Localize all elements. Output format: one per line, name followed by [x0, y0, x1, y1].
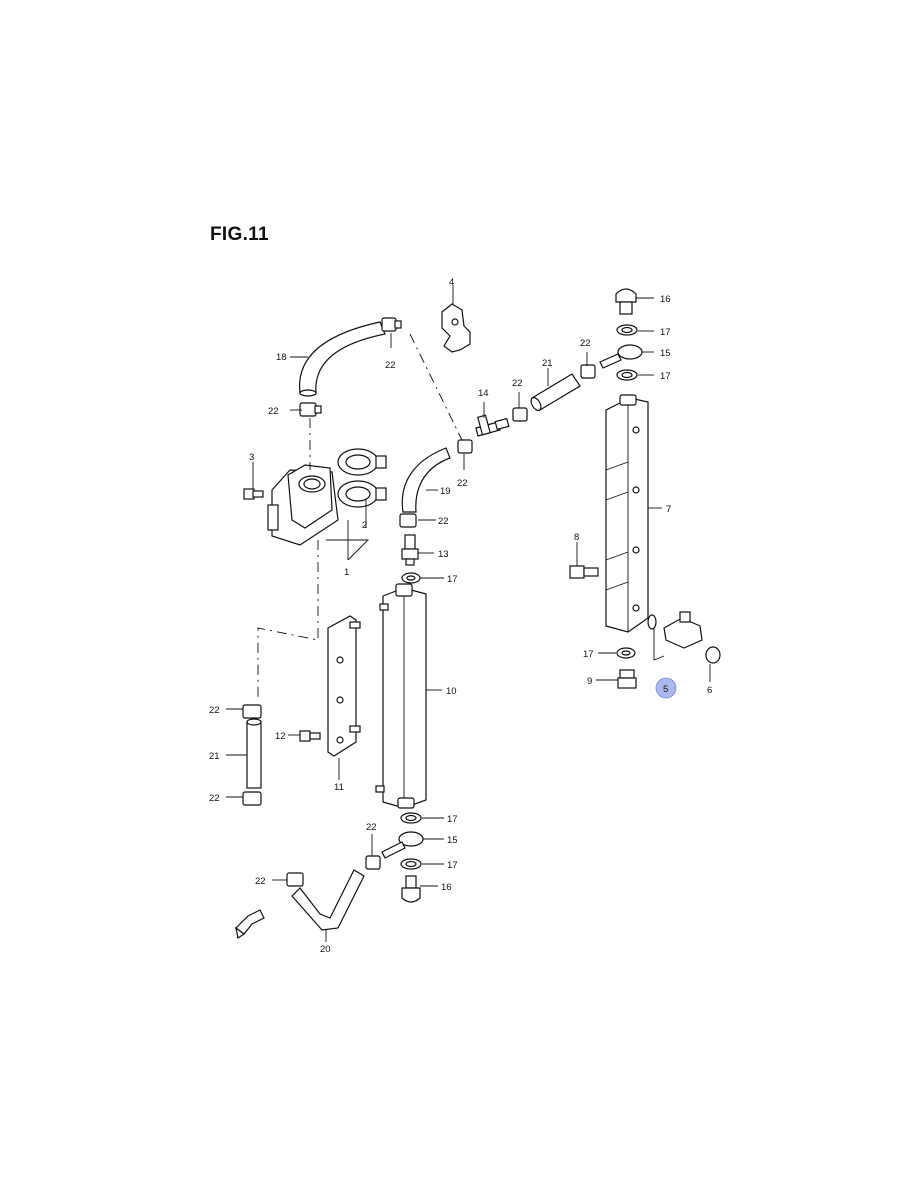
- throttle-body-1: [267, 464, 339, 546]
- cap-6: [705, 646, 721, 664]
- callout-22: 22: [385, 360, 396, 371]
- washer-17: [400, 812, 422, 824]
- clamp-band-2: [337, 448, 387, 508]
- hose-clamp-22: [399, 513, 417, 528]
- callout-16: 16: [441, 882, 452, 893]
- bracket-11: [327, 615, 361, 757]
- injector-5: [663, 611, 703, 649]
- callout-22: 22: [366, 822, 377, 833]
- fuel-rail-7: [605, 394, 649, 633]
- callout-4: 4: [449, 277, 454, 288]
- callout-5: 5: [663, 684, 668, 695]
- fitting-13: [401, 534, 419, 566]
- callout-12: 12: [275, 731, 286, 742]
- hose-clamp-22: [457, 439, 473, 454]
- callout-2: 2: [362, 520, 367, 531]
- callout-7: 7: [666, 504, 671, 515]
- callout-17: 17: [447, 860, 458, 871]
- hose-clamp-22: [381, 317, 402, 332]
- callout-17: 17: [583, 649, 594, 660]
- callout-10: 10: [446, 686, 457, 697]
- callout-labels: 4 18 22 22 3 2 1 14 22 22 21 22 19 22 13…: [209, 277, 712, 955]
- assembly-guide-lines: [257, 333, 463, 700]
- hose-19: [401, 447, 451, 513]
- callout-22: 22: [209, 705, 220, 716]
- washer-17: [400, 858, 422, 870]
- callout-16: 16: [660, 294, 671, 305]
- callout-22: 22: [580, 338, 591, 349]
- banjo-fitting-15: [599, 344, 643, 369]
- plug-bolt-9: [617, 669, 637, 689]
- callout-18: 18: [276, 352, 287, 363]
- callout-22: 22: [209, 793, 220, 804]
- callout-20: 20: [320, 944, 331, 955]
- hose-clamp-22: [242, 704, 262, 719]
- callout-3: 3: [249, 452, 254, 463]
- callout-8: 8: [574, 532, 579, 543]
- callout-leaders: [226, 285, 711, 942]
- callout-15: 15: [660, 348, 671, 359]
- banjo-bolt-16: [401, 875, 421, 903]
- selected-part-highlight[interactable]: [655, 677, 677, 699]
- callout-11: 11: [334, 782, 344, 793]
- hose-21: [530, 373, 581, 411]
- bracket-4: [441, 303, 471, 353]
- callout-22: 22: [255, 876, 266, 887]
- hose-clamp-22: [512, 407, 528, 422]
- fuel-rail-10: [375, 583, 427, 809]
- hose-clamp-22: [286, 872, 304, 887]
- hose-21: [246, 718, 262, 789]
- callout-17: 17: [447, 574, 458, 585]
- hose-clamp-22: [580, 364, 596, 379]
- o-ring: [647, 614, 657, 630]
- bolt-12: [299, 730, 321, 742]
- callout-22: 22: [438, 516, 449, 527]
- figure-title: FIG.11: [210, 224, 269, 245]
- callout-17: 17: [660, 327, 671, 338]
- callout-15: 15: [447, 835, 458, 846]
- callout-17: 17: [660, 371, 671, 382]
- callout-21: 21: [542, 358, 553, 369]
- callout-22: 22: [268, 406, 279, 417]
- front-direction-arrow-icon: [235, 909, 265, 939]
- hose-clamp-22: [365, 855, 381, 870]
- hose-20: [291, 869, 365, 931]
- callout-1: 1: [344, 567, 349, 578]
- callout-9: 9: [587, 676, 592, 687]
- banjo-fitting-15: [381, 831, 424, 859]
- callout-13: 13: [438, 549, 449, 560]
- hose-clamp-22: [299, 402, 322, 417]
- washer-17: [401, 572, 421, 584]
- washer-17: [616, 647, 636, 659]
- bolt-3: [243, 488, 264, 500]
- bolt-8: [569, 565, 599, 579]
- hose-clamp-22: [242, 791, 262, 806]
- callout-17: 17: [447, 814, 458, 825]
- callout-21: 21: [209, 751, 220, 762]
- washer-17: [616, 369, 638, 381]
- callout-22: 22: [457, 478, 468, 489]
- callout-6: 6: [707, 685, 712, 696]
- connector-14: [475, 414, 510, 437]
- callout-19: 19: [440, 486, 451, 497]
- hose-18: [298, 321, 386, 397]
- banjo-bolt-16: [615, 288, 637, 315]
- callout-22: 22: [512, 378, 523, 389]
- washer-17: [616, 324, 638, 336]
- callout-14: 14: [478, 388, 489, 399]
